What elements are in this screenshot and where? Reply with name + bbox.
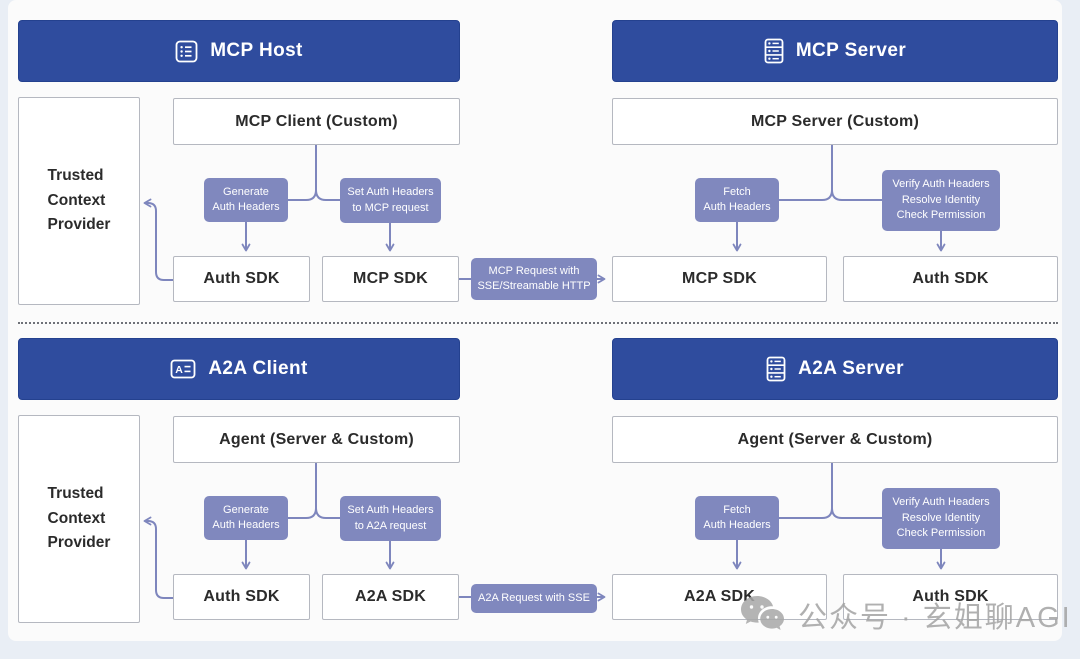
a2a-server-header-label: A2A Server [798, 358, 904, 379]
server-icon [764, 38, 784, 64]
a2a-request-link: A2A Request with SSE [471, 584, 597, 613]
mcp-server-header-label: MCP Server [795, 40, 907, 61]
set-auth-headers-a2a: Set Auth Headers to A2A request [340, 496, 441, 541]
auth-sdk-a2a-server: Auth SDK [843, 574, 1058, 620]
fetch-auth-headers-mcp-label: Fetch Auth Headers [703, 185, 771, 213]
mcp-server-header: MCP Server [612, 20, 1058, 82]
a2a-sdk-client: A2A SDK [322, 574, 459, 620]
trusted-context-provider-top: Trusted Context Provider [18, 97, 140, 305]
verify-auth-headers-a2a-label: Verify Auth Headers Resolve Identity Che… [892, 496, 990, 540]
mcp-client-box: MCP Client (Custom) [173, 98, 460, 145]
auth-sdk-host-label: Auth SDK [203, 270, 280, 287]
trusted-context-provider-bottom: Trusted Context Provider [18, 415, 140, 623]
generate-auth-headers-bottom-label: Generate Auth Headers [212, 503, 280, 531]
svg-text:A: A [176, 364, 184, 376]
watermark-text: 公众号 · 玄姐聊AGI [798, 602, 1072, 634]
a2a-client-header-label: A2A Client [208, 358, 308, 379]
generate-auth-headers-bottom: Generate Auth Headers [204, 496, 288, 540]
auth-sdk-server: Auth SDK [843, 256, 1058, 302]
auth-sdk-a2a-client: Auth SDK [173, 574, 310, 620]
mcp-request-link-label: MCP Request with SSE/Streamable HTTP [477, 264, 591, 292]
mcp-client-label: MCP Client (Custom) [235, 112, 398, 130]
fetch-auth-headers-mcp: Fetch Auth Headers [695, 178, 779, 222]
set-auth-headers-mcp: Set Auth Headers to MCP request [340, 178, 441, 223]
verify-auth-headers-a2a: Verify Auth Headers Resolve Identity Che… [882, 488, 1000, 549]
a2a-request-link-label: A2A Request with SSE [478, 591, 590, 604]
watermark: 公众号 · 玄姐聊AGI [738, 592, 1072, 638]
agent-client-box: Agent (Server & Custom) [173, 416, 460, 463]
fetch-auth-headers-a2a: Fetch Auth Headers [695, 496, 779, 540]
mcp-host-header: MCP Host [18, 20, 460, 82]
auth-sdk-host: Auth SDK [173, 256, 310, 302]
mcp-server-custom-label: MCP Server (Custom) [751, 112, 919, 130]
list-icon [175, 40, 198, 62]
auth-sdk-server-label: Auth SDK [912, 270, 989, 287]
mcp-sdk-server: MCP SDK [612, 256, 827, 302]
agent-server-box: Agent (Server & Custom) [612, 416, 1058, 463]
agent-client-label: Agent (Server & Custom) [219, 430, 414, 448]
badge-icon: A [170, 359, 196, 379]
a2a-sdk-client-label: A2A SDK [354, 588, 427, 605]
mcp-request-link: MCP Request with SSE/Streamable HTTP [471, 258, 597, 300]
auth-sdk-a2a-server-label: Auth SDK [912, 588, 989, 605]
fetch-auth-headers-a2a-label: Fetch Auth Headers [703, 503, 771, 531]
section-divider [18, 322, 1058, 324]
verify-auth-headers-mcp-label: Verify Auth Headers Resolve Identity Che… [892, 178, 990, 222]
set-auth-headers-a2a-label: Set Auth Headers to A2A request [347, 504, 434, 532]
trusted-context-provider-top-label: Trusted Context Provider [47, 166, 111, 234]
generate-auth-headers-top-label: Generate Auth Headers [212, 185, 280, 213]
mcp-server-custom-box: MCP Server (Custom) [612, 98, 1058, 145]
a2a-sdk-server-label: A2A SDK [683, 588, 756, 605]
generate-auth-headers-top: Generate Auth Headers [204, 178, 288, 222]
agent-server-label: Agent (Server & Custom) [737, 430, 933, 448]
mcp-sdk-server-label: MCP SDK [682, 270, 757, 287]
a2a-server-header: A2A Server [612, 338, 1058, 400]
verify-auth-headers-mcp: Verify Auth Headers Resolve Identity Che… [882, 170, 1000, 231]
wechat-icon [741, 596, 784, 630]
mcp-sdk-host: MCP SDK [322, 256, 459, 302]
mcp-host-header-label: MCP Host [210, 40, 303, 61]
set-auth-headers-mcp-label: Set Auth Headers to MCP request [347, 186, 434, 214]
a2a-client-header: A A2A Client [18, 338, 460, 400]
a2a-sdk-server: A2A SDK [612, 574, 827, 620]
server-icon [766, 356, 786, 382]
trusted-context-provider-bottom-label: Trusted Context Provider [47, 484, 111, 552]
mcp-sdk-host-label: MCP SDK [353, 270, 428, 287]
auth-sdk-a2a-client-label: Auth SDK [203, 588, 280, 605]
